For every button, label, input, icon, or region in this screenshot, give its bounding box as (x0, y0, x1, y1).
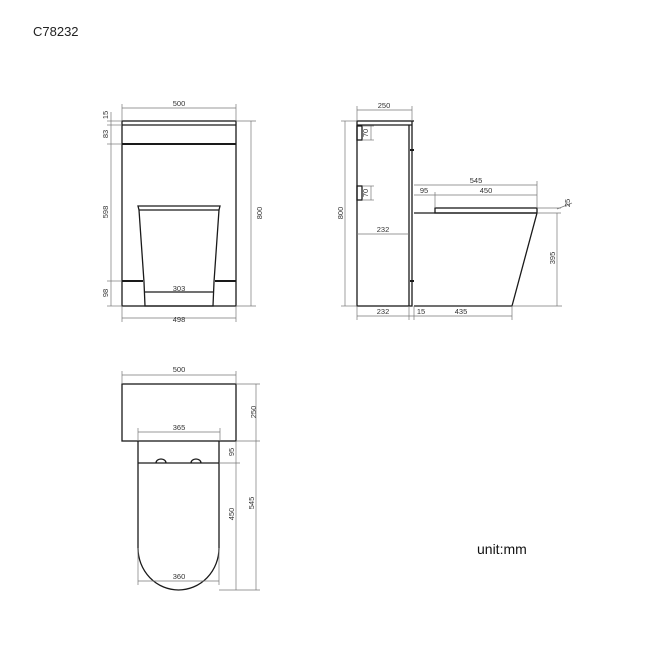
top-cabinet-outline (121, 383, 237, 442)
dim-gap: 15 (417, 307, 425, 316)
dim-inner-depth: 232 (377, 225, 390, 234)
dim-top-projection: 545 (247, 497, 256, 510)
dim-pan-height: 395 (548, 252, 557, 265)
model-code: C78232 (33, 24, 79, 39)
dim-button-2: 70 (361, 189, 370, 197)
dim-seat-thickness: 25 (563, 199, 572, 207)
dim-body: 598 (101, 206, 110, 219)
front-view: 500 498 303 800 15 83 598 98 (101, 99, 264, 324)
side-seat (434, 207, 538, 214)
dim-top-width: 500 (173, 365, 186, 374)
dim-base-cabinet: 232 (377, 307, 390, 316)
hinge-left (155, 458, 167, 464)
front-pan-outline (137, 205, 221, 307)
unit-label: unit:mm (477, 541, 527, 557)
dim-hinge-offset: 95 (227, 448, 236, 456)
dim-button-1: 70 (361, 129, 370, 137)
top-pan-outline (137, 441, 220, 591)
dim-width-top: 500 (173, 99, 186, 108)
dim-top-depth: 250 (249, 406, 258, 419)
side-view: 70 70 232 250 800 545 95 450 25 (336, 101, 573, 320)
dim-panel: 83 (101, 130, 110, 138)
flush-button-1 (356, 125, 363, 141)
side-pan-outline (414, 212, 538, 307)
dim-side-height: 800 (336, 207, 345, 220)
side-cabinet-outline (356, 120, 413, 307)
dim-top: 15 (101, 111, 110, 119)
dim-plinth: 98 (101, 289, 110, 297)
dim-pan-width-top: 365 (173, 423, 186, 432)
dim-pan-projection: 545 (470, 176, 483, 185)
flush-button-2 (356, 185, 363, 201)
top-view: 500 365 250 95 450 545 360 (121, 365, 260, 591)
dim-pan-width: 360 (173, 572, 186, 581)
dim-pan-base-depth: 435 (455, 307, 468, 316)
dim-seat-length: 450 (480, 186, 493, 195)
dim-seat-offset: 95 (420, 186, 428, 195)
hinge-right (190, 458, 202, 464)
dim-unit-depth: 250 (378, 101, 391, 110)
dim-top-seat-length: 450 (227, 508, 236, 521)
dim-width-bottom: 498 (173, 315, 186, 324)
dim-pan-base: 303 (173, 284, 186, 293)
dim-height-total: 800 (255, 207, 264, 220)
